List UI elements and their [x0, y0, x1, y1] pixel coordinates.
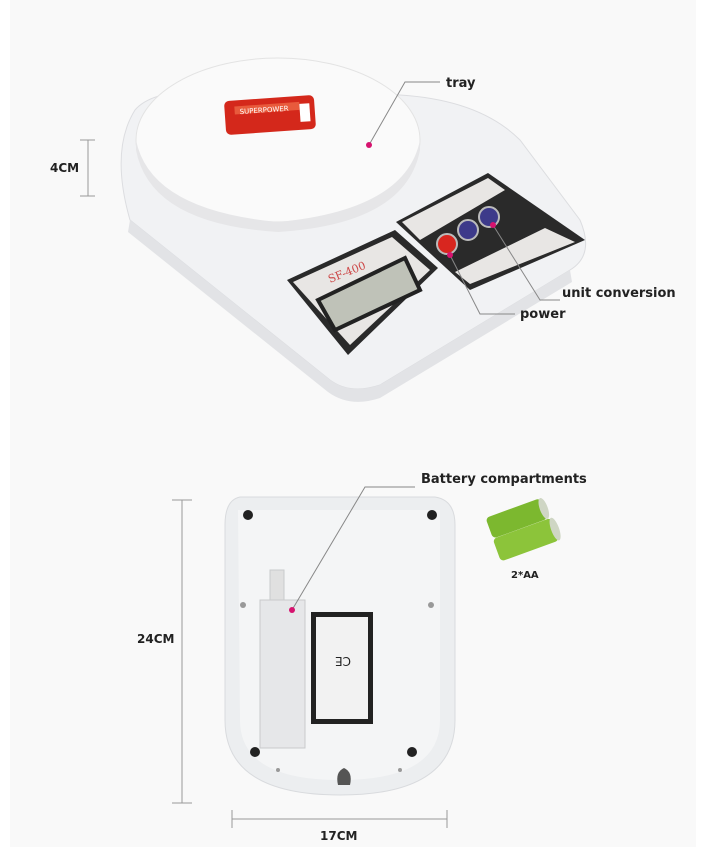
- battery-on-tray: SUPERPOWER: [224, 95, 316, 135]
- height-dimension-top: 4CM: [50, 161, 79, 175]
- battery-caption: 2*AA: [511, 570, 539, 581]
- width-dimension: 17CM: [320, 829, 357, 843]
- height-dimension-bottom: 24CM: [137, 632, 174, 646]
- foot: [407, 747, 417, 757]
- battery-cover[interactable]: [259, 599, 306, 749]
- battery-brand: SUPERPOWER: [239, 105, 289, 116]
- aa-batteries-icon: [486, 498, 561, 561]
- power-leader-line: [449, 254, 515, 315]
- foot: [427, 510, 437, 520]
- power-label: power: [520, 307, 566, 322]
- battery-marker: [289, 607, 295, 613]
- unit-leader-line: [492, 224, 560, 301]
- unit-marker: [490, 222, 496, 228]
- power-marker: [447, 252, 453, 258]
- unit-conversion-label: unit conversion: [562, 286, 676, 301]
- tray-marker: [366, 142, 372, 148]
- hanging-hole: [337, 768, 351, 785]
- button-panel: [396, 173, 585, 290]
- battery-leader-line: [291, 486, 415, 611]
- power-button[interactable]: [436, 233, 458, 255]
- foot: [243, 510, 253, 520]
- tray-label: tray: [446, 76, 476, 91]
- tray-leader-line: [368, 81, 440, 146]
- svg-text:CE: CE: [335, 654, 351, 668]
- unit-button[interactable]: [478, 206, 500, 228]
- scale-bottom-view: CE Battery compartments 2*AA 24CM 17CM: [137, 472, 587, 843]
- mode-button[interactable]: [457, 219, 479, 241]
- scale-top-view: SUPERPOWER SF-400 tray unit conversion p…: [50, 57, 676, 402]
- display-panel: SF-400: [287, 230, 438, 355]
- foot: [250, 747, 260, 757]
- battery-compartments-label: Battery compartments: [421, 472, 587, 487]
